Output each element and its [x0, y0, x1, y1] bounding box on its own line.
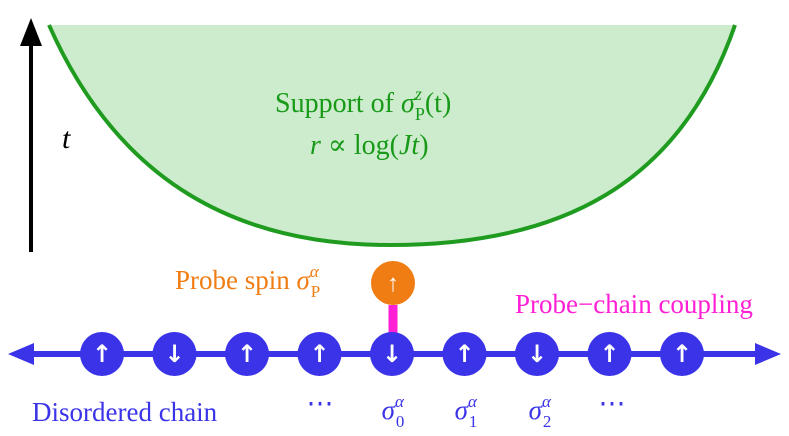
chain-spin: ↑	[297, 332, 342, 376]
time-axis-arrowhead	[20, 18, 42, 46]
probe-spin	[371, 261, 415, 305]
scaling-J: J	[399, 130, 413, 161]
chain-spin: ↓	[152, 332, 197, 376]
chain-spin-site	[297, 332, 342, 376]
disordered-chain: ↑ ↓ ↑ ↑ ↓ ↑ ↓ ↑ ↑	[8, 332, 781, 376]
probe-operator-sub: P	[311, 282, 320, 301]
spin-up-arrow: ↑	[599, 340, 619, 368]
spin-down-arrow: ↓	[164, 340, 184, 368]
chain-spin-site	[80, 332, 124, 376]
chain-spin: ↑	[80, 332, 124, 376]
support-operator-arg: (t)	[425, 88, 451, 119]
scaling-rest: ∝ log(	[321, 130, 399, 161]
chain-spin: ↑	[587, 332, 632, 376]
spin-up-arrow: ↑	[309, 340, 329, 368]
spin-down-arrow: ↓	[382, 340, 402, 368]
support-operator-sup: z	[414, 84, 422, 104]
coupling-label: Probe−chain coupling	[515, 289, 753, 319]
chain-spin: ↑	[442, 332, 487, 376]
chain-spin-site	[515, 332, 559, 376]
chain-spin-site	[442, 332, 487, 376]
chain-left-arrowhead	[8, 343, 34, 365]
chain-label: Disordered chain	[32, 397, 218, 427]
scaling-r: r	[310, 130, 321, 161]
support-operator: σ	[401, 88, 416, 119]
support-title-prefix: Support of	[275, 88, 401, 119]
chain-spin-site	[587, 332, 632, 376]
chain-spin: ↓	[370, 332, 414, 376]
chain-spins: ↑ ↓ ↑ ↑ ↓ ↑ ↓ ↑ ↑	[80, 332, 704, 376]
chain-spin: ↑	[660, 332, 704, 376]
chain-spin: ↑	[225, 332, 269, 376]
spin-down-arrow: ↓	[527, 340, 547, 368]
probe-operator-sup: α	[310, 262, 320, 281]
spin-up-arrow: ↑	[672, 340, 692, 368]
spin-up-arrow: ↑	[92, 340, 112, 368]
probe-operator: σ	[297, 265, 312, 295]
chain-spin-site	[225, 332, 269, 376]
scaling-close: )	[419, 130, 428, 161]
probe-spin-arrow: ↑	[387, 271, 399, 297]
time-axis-label: t	[62, 122, 71, 155]
support-region-fill	[49, 25, 735, 245]
spin-up-arrow: ↑	[454, 340, 474, 368]
probe-label-prefix: Probe spin	[175, 265, 297, 295]
chain-spin: ↓	[515, 332, 559, 376]
scaling-t: t	[411, 130, 420, 161]
site-ellipsis: ⋯	[599, 388, 626, 418]
chain-right-arrowhead	[755, 343, 781, 365]
support-scaling: r ∝ log(Jt)	[310, 130, 429, 161]
support-operator-sub: P	[415, 104, 425, 124]
spin-up-arrow: ↑	[237, 340, 257, 368]
time-axis: t	[20, 18, 71, 252]
support-region-boundary	[47, 24, 737, 248]
site-ellipsis: ⋯	[307, 388, 334, 418]
chain-spin-site	[660, 332, 704, 376]
chain-spin-site	[152, 332, 197, 376]
chain-spin-site	[370, 332, 414, 376]
